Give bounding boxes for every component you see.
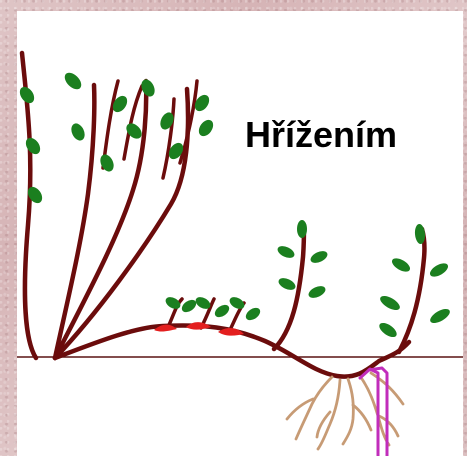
leaf-icon xyxy=(23,135,43,157)
root-branch xyxy=(353,405,371,430)
layering-diagram xyxy=(17,11,463,456)
leaf-icon xyxy=(307,284,328,301)
leaf-icon xyxy=(428,261,450,280)
leaf-icon xyxy=(377,320,399,340)
leaf-icon xyxy=(276,244,297,261)
diagram-panel: Hřížením xyxy=(17,11,463,456)
root-line xyxy=(362,379,389,445)
leaf-icon xyxy=(164,295,183,312)
leaf-icon xyxy=(297,220,307,238)
leaf-icon xyxy=(309,249,330,266)
leaf-icon xyxy=(196,117,216,139)
leaf-icon xyxy=(228,295,247,312)
leaf-icon xyxy=(62,70,85,93)
leaf-icon xyxy=(277,276,298,293)
leaf-icon xyxy=(390,256,412,275)
leaf-icon xyxy=(428,306,452,326)
mother-branch-3 xyxy=(163,99,174,178)
mother-plant xyxy=(17,53,216,358)
leaf-icon xyxy=(244,305,263,322)
leaf-icon xyxy=(98,152,116,173)
leaf-icon xyxy=(213,302,232,319)
leaf-icon xyxy=(69,121,87,142)
leaf-icon xyxy=(378,293,402,313)
root-line xyxy=(343,379,353,444)
mother-branch-2 xyxy=(124,86,142,159)
root-branch xyxy=(317,412,330,437)
layered-stem xyxy=(55,220,452,377)
rooted-shoot-stem-right xyxy=(399,229,424,352)
